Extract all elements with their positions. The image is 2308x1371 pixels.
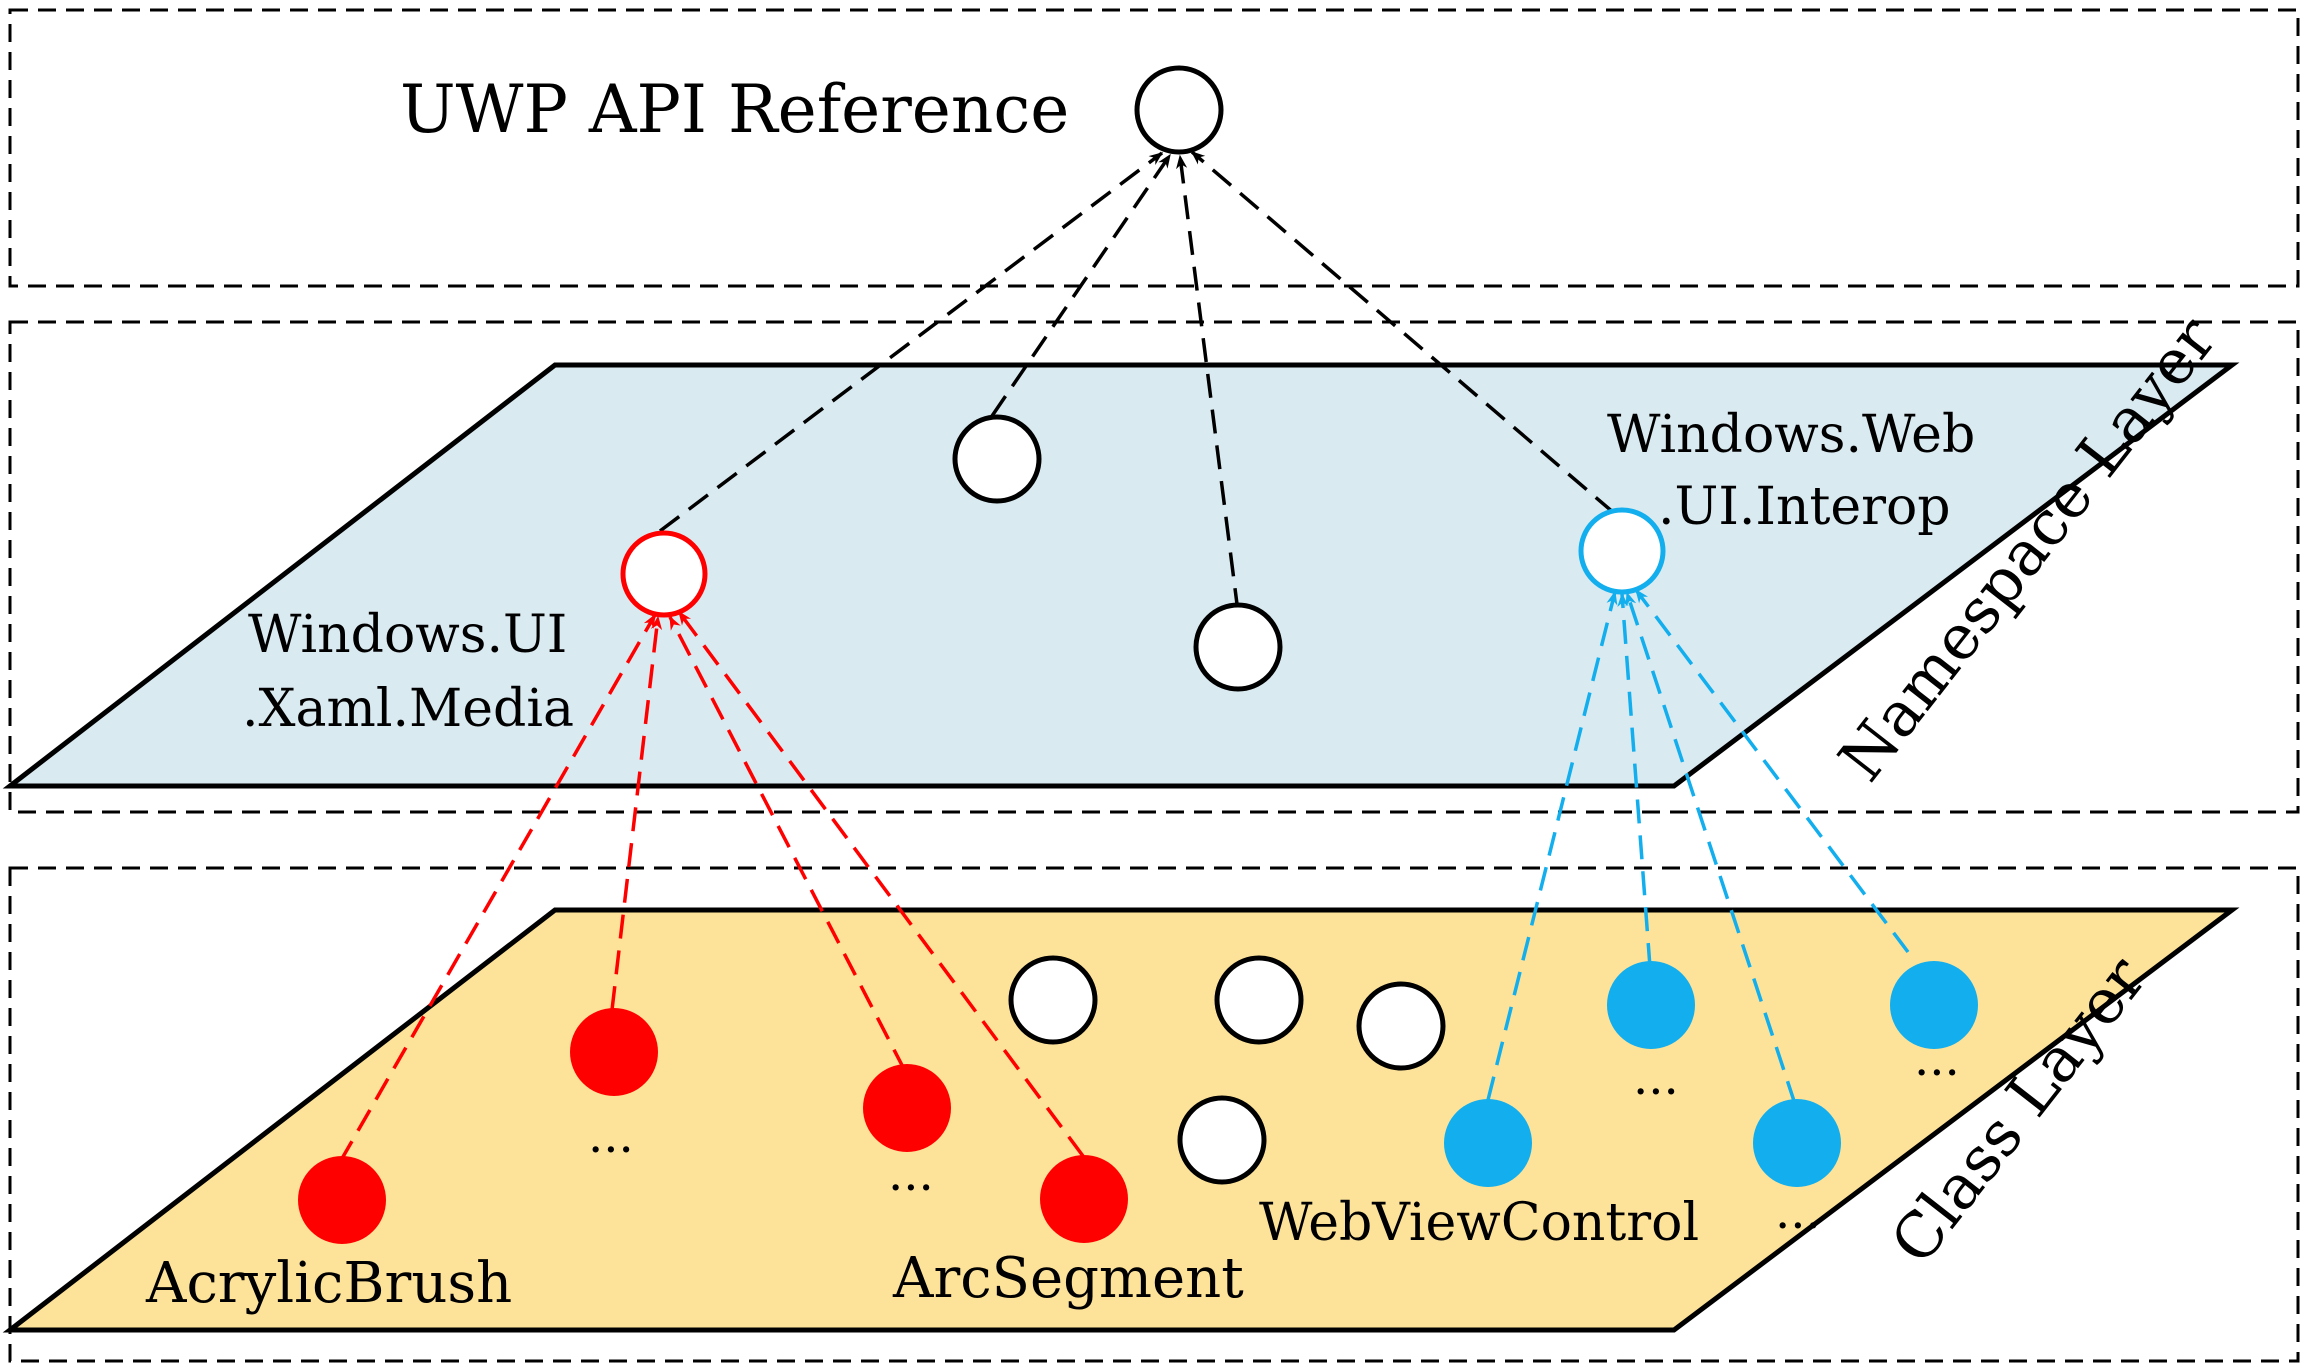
ellipsis-label: ... bbox=[888, 1146, 934, 1202]
namespace-node-media bbox=[620, 530, 708, 618]
ellipsis-label: ... bbox=[1633, 1050, 1679, 1106]
namespace-plane bbox=[2, 362, 2240, 789]
edge-web-to-root bbox=[1190, 150, 1616, 515]
class-node-webview bbox=[1444, 1099, 1532, 1187]
namespace-node-web bbox=[1578, 507, 1666, 595]
edge-red-b-to-media bbox=[668, 615, 907, 1072]
namespace-node-a bbox=[952, 414, 1042, 504]
edge-ns-b-to-root bbox=[1176, 154, 1240, 613]
root-node bbox=[1134, 65, 1224, 155]
class-node-red bbox=[570, 1008, 658, 1096]
class-node-acrylic bbox=[298, 1156, 386, 1244]
ellipsis-label: ... bbox=[1914, 1031, 1960, 1087]
namespace-label-web-line1: Windows.Web bbox=[1607, 405, 1975, 465]
root-edges bbox=[658, 150, 1616, 613]
ellipsis-label: ... bbox=[588, 1108, 634, 1164]
class-node-blue bbox=[1890, 961, 1978, 1049]
class-frame bbox=[8, 866, 2300, 1363]
edge-red-a-to-media bbox=[610, 615, 663, 1011]
namespace-node-b bbox=[1193, 602, 1283, 692]
class-node-blue bbox=[1607, 961, 1695, 1049]
edge-webview-to-web bbox=[1486, 590, 1618, 1101]
namespace-label-media-line1: Windows.UI bbox=[248, 605, 567, 665]
top-frame bbox=[8, 8, 2300, 288]
edge-acrylic-to-media bbox=[338, 613, 657, 1163]
class-node-white bbox=[1008, 955, 1098, 1045]
edge-blue-a-to-web bbox=[1617, 592, 1652, 968]
class-node-blue bbox=[1753, 1099, 1841, 1187]
edge-arc-to-media bbox=[677, 610, 1085, 1158]
namespace-label-media-line2: .Xaml.Media bbox=[242, 679, 574, 739]
edge-media-to-root bbox=[658, 151, 1164, 533]
namespace-frame bbox=[8, 320, 2300, 814]
class-node-white bbox=[1214, 955, 1304, 1045]
class-node-white bbox=[1356, 981, 1446, 1071]
class-node-red bbox=[863, 1064, 951, 1152]
namespace-label-web-line2: .UI.Interop bbox=[1658, 477, 1951, 537]
edge-blue-b-to-web bbox=[1625, 591, 1797, 1105]
web-edges bbox=[1486, 588, 1910, 1105]
class-label-acrylic: AcrylicBrush bbox=[145, 1251, 512, 1316]
media-edges bbox=[338, 610, 1085, 1163]
edge-blue-c-to-web bbox=[1634, 588, 1910, 954]
class-label-arc: ArcSegment bbox=[892, 1246, 1244, 1311]
class-label-webview: WebViewControl bbox=[1259, 1193, 1699, 1253]
diagram-title: UWP API Reference bbox=[400, 71, 1069, 148]
class-node-white bbox=[1177, 1095, 1267, 1185]
ellipsis-label: ... bbox=[1775, 1184, 1821, 1240]
class-node-arc bbox=[1040, 1155, 1128, 1243]
edge-ns-a-to-root bbox=[990, 153, 1172, 417]
